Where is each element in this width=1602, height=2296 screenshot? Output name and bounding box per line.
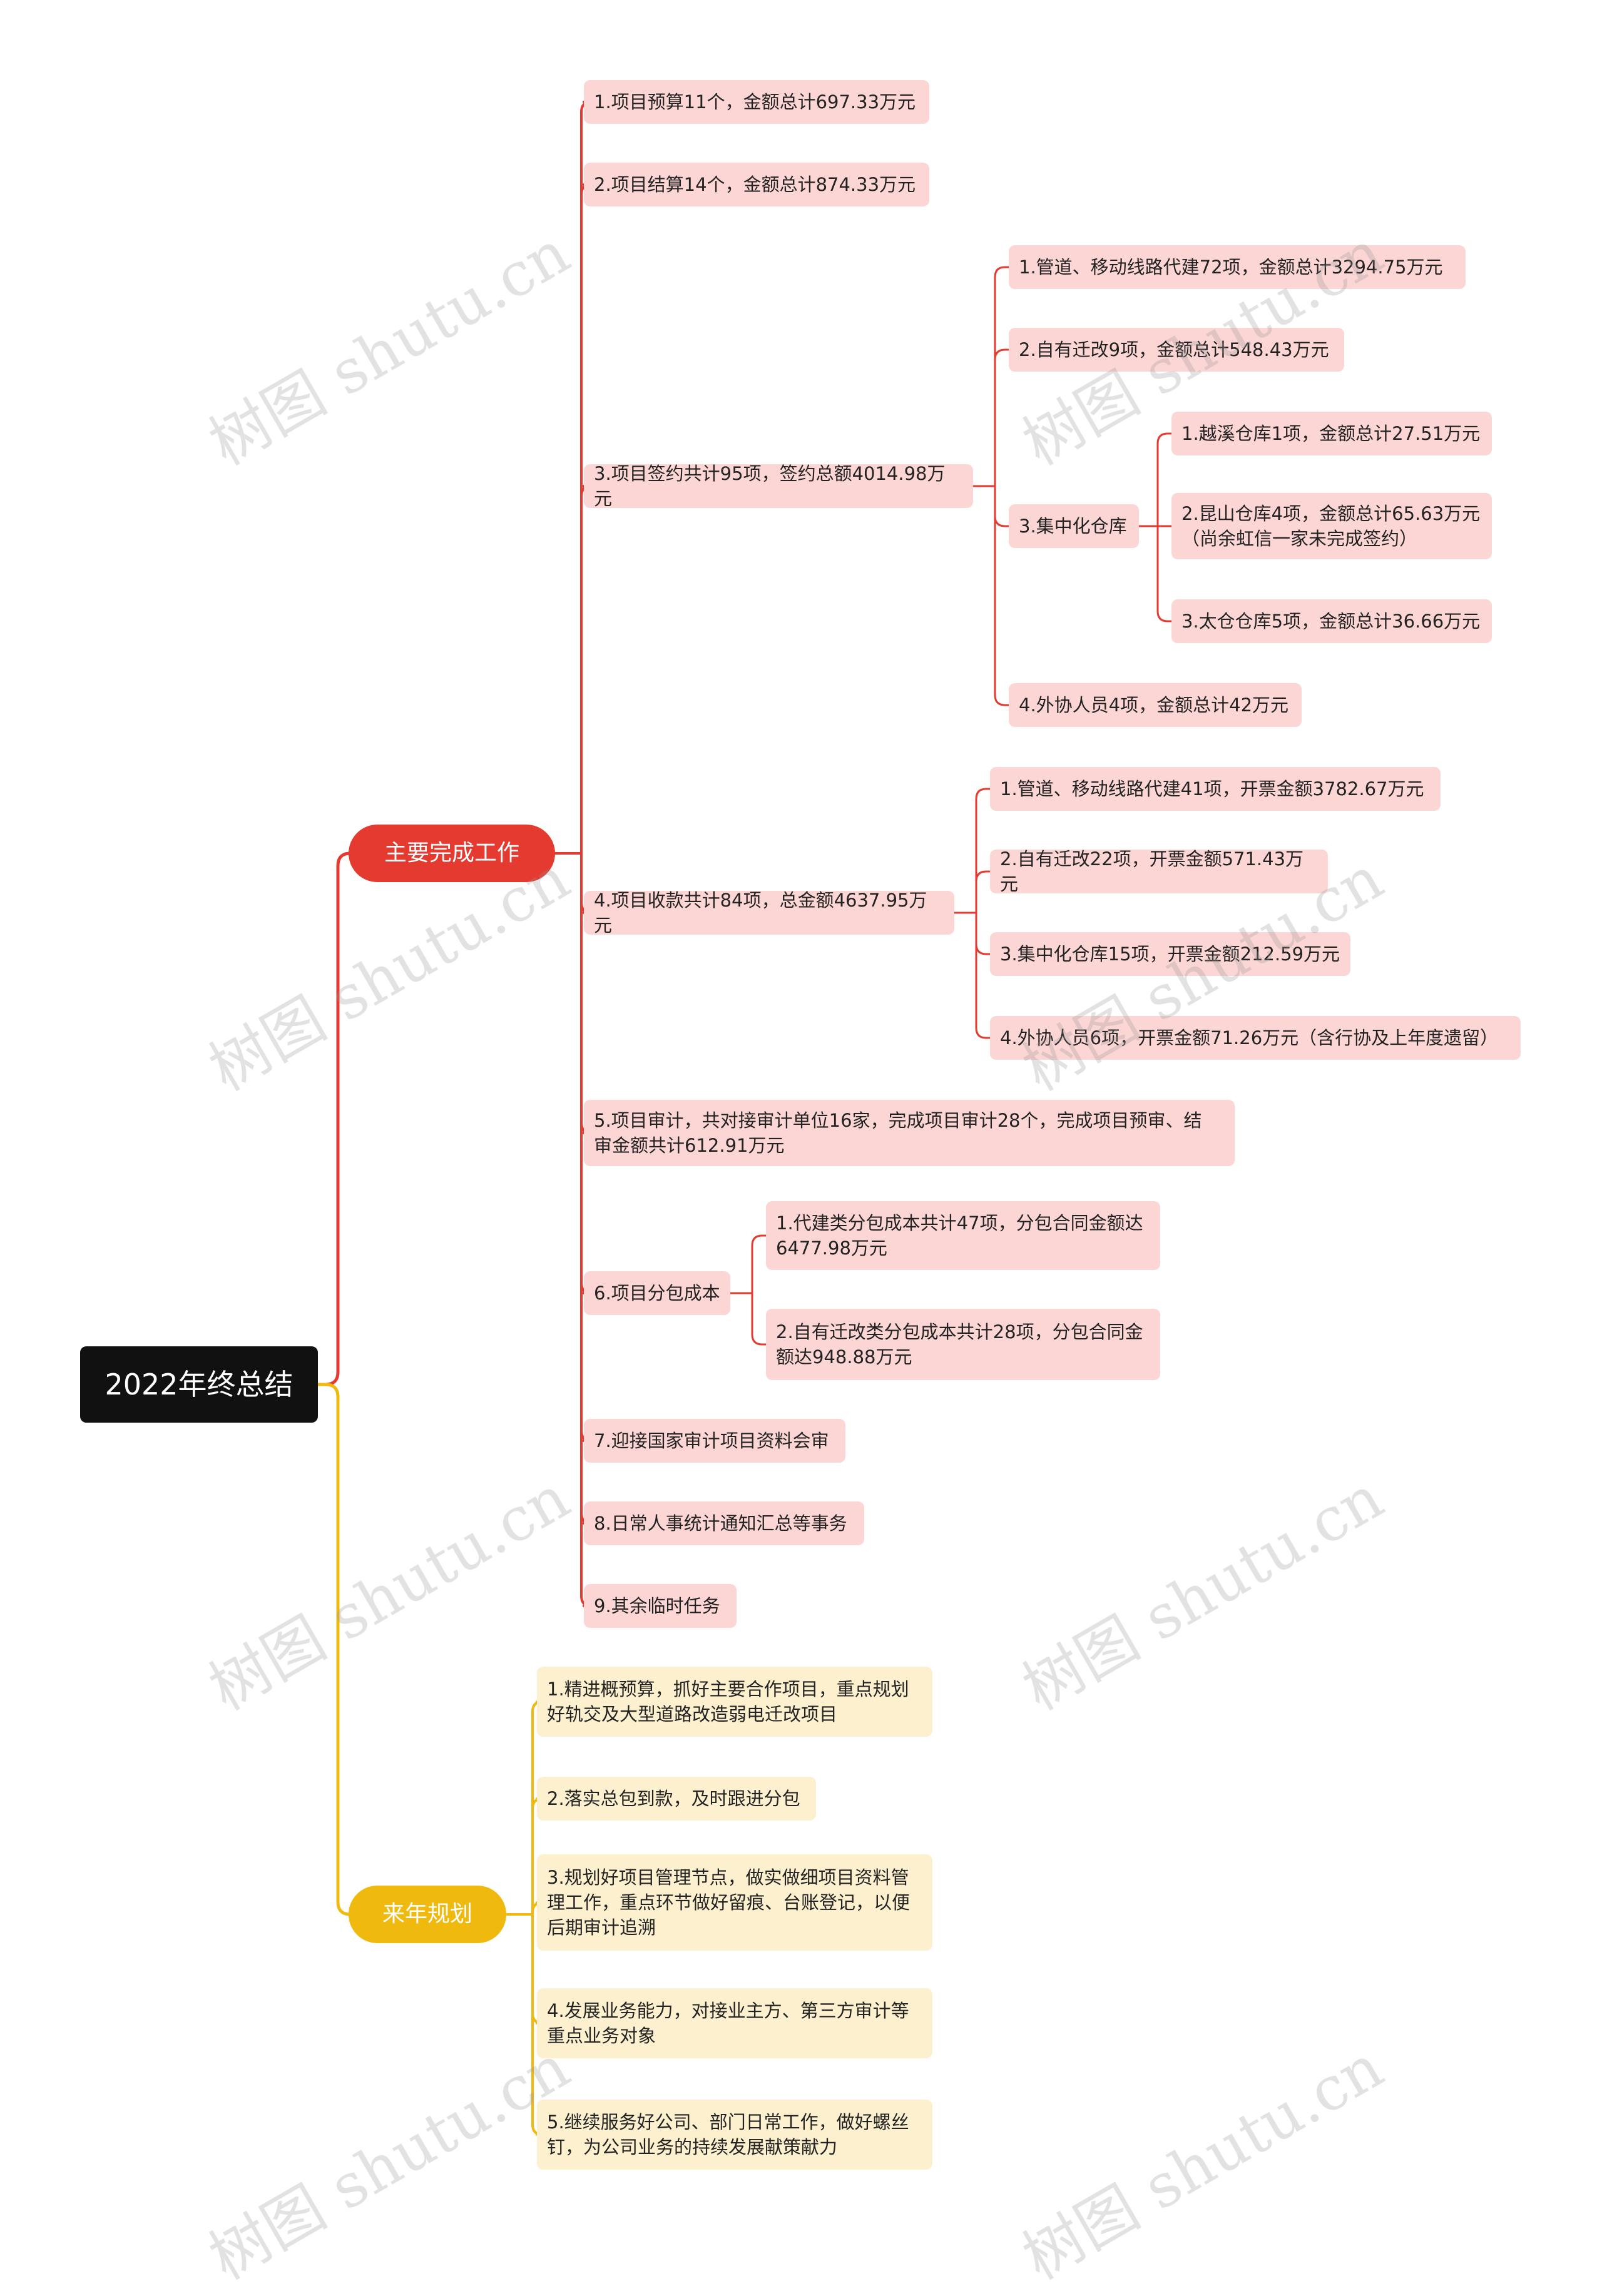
branch-0-item-2-child-2-label: 3.集中化仓库 (1019, 516, 1127, 537)
branch-0-item-2-child-1[interactable]: 2.自有迁改9项，金额总计548.43万元 (1009, 328, 1344, 372)
branch-0[interactable]: 主要完成工作 (349, 825, 555, 882)
branch-0-item-8-label: 9.其余临时任务 (594, 1595, 720, 1617)
root-to-branch-1 (316, 1383, 351, 1916)
branch-0-item-3[interactable]: 4.项目收款共计84项，总金额4637.95万元 (584, 890, 954, 936)
branch-0-item-7[interactable]: 8.日常人事统计通知汇总等事务 (584, 1501, 864, 1545)
branch-0-item-1[interactable]: 2.项目结算14个，金额总计874.33万元 (584, 163, 929, 206)
branch-0-item-2-child-0-label: 1.管道、移动线路代建72项，金额总计3294.75万元 (1019, 257, 1443, 278)
item-0-2-connector-link-1 (994, 348, 1010, 361)
item-0-3-connector-link-1 (975, 870, 991, 883)
branch-0-item-2-label: 3.项目签约共计95项，签约总额4014.98万元 (594, 463, 946, 509)
branch-0-item-5-child-1[interactable]: 2.自有迁改类分包成本共计28项，分包合同金 额达948.88万元 (766, 1309, 1160, 1380)
branch-1-item-4-label: 5.继续服务好公司、部门日常工作，做好螺丝 钉，为公司业务的持续发展献策献力 (547, 2111, 909, 2158)
root-to-branch-0 (316, 851, 351, 1386)
branch-0-item-3-child-3[interactable]: 4.外协人员6项，开票金额71.26万元（含行协及上年度遗留） (990, 1016, 1521, 1060)
branch-0-item-0-label: 1.项目预算11个，金额总计697.33万元 (594, 91, 916, 113)
branch-0-item-5-child-1-label: 2.自有迁改类分包成本共计28项，分包合同金 额达948.88万元 (776, 1321, 1143, 1368)
item-0-3-connector-link-3 (975, 1027, 991, 1039)
branch-0-item-0[interactable]: 1.项目预算11个，金额总计697.33万元 (584, 80, 929, 124)
branch-1-item-3[interactable]: 4.发展业务能力，对接业主方、第三方审计等 重点业务对象 (537, 1988, 932, 2058)
branch-1-item-0-label: 1.精进概预算，抓好主要合作项目，重点规划 好轨交及大型道路改造弱电迁改项目 (547, 1679, 909, 1725)
branch-0-item-2-child-2-sub-0-label: 1.越溪仓库1项，金额总计27.51万元 (1181, 423, 1481, 444)
branch-0-item-5[interactable]: 6.项目分包成本 (584, 1271, 730, 1315)
branch-1-item-2-label: 3.规划好项目管理节点，做实做细项目资料管 理工作，重点环节做好留痕、台账登记，… (547, 1867, 911, 1938)
child-0-2-2-connector-link-0 (1156, 432, 1173, 445)
branch-1-label: 来年规划 (382, 1901, 472, 1927)
branch-0-item-2-child-2-sub-1[interactable]: 2.昆山仓库4项，金额总计65.63万元 （尚余虹信一家未完成签约） (1171, 493, 1492, 559)
branch-0-item-4[interactable]: 5.项目审计，共对接审计单位16家，完成项目审计28个，完成项目预审、结 审金额… (584, 1100, 1235, 1166)
mindmap-canvas: 2022年终总结 主要完成工作 1.项目预算11个，金额总计697.33万元 2.项目… (80, 80, 1521, 2170)
root-topic[interactable]: 2022年终总结 (80, 1346, 318, 1423)
branch-1-item-2[interactable]: 3.规划好项目管理节点，做实做细项目资料管 理工作，重点环节做好留痕、台账登记，… (537, 1854, 932, 1951)
branch-0-item-2-child-2-sub-0[interactable]: 1.越溪仓库1项，金额总计27.51万元 (1171, 412, 1492, 455)
branch-1-item-0[interactable]: 1.精进概预算，抓好主要合作项目，重点规划 好轨交及大型道路改造弱电迁改项目 (537, 1667, 932, 1737)
item-0-3-connector-link-2 (975, 943, 991, 955)
item-0-3-connector-link-0 (975, 788, 991, 800)
branch-0-item-2-child-2-sub-2[interactable]: 3.太仓仓库5项，金额总计36.66万元 (1171, 599, 1492, 643)
item-0-2-connector-link-0 (994, 266, 1010, 278)
branch-1-item-3-label: 4.发展业务能力，对接业主方、第三方审计等 重点业务对象 (547, 2000, 909, 2046)
item-0-2-connector-link-2 (994, 515, 1010, 527)
branch-1[interactable]: 来年规划 (349, 1886, 506, 1943)
branch-1-item-4[interactable]: 5.继续服务好公司、部门日常工作，做好螺丝 钉，为公司业务的持续发展献策献力 (537, 2100, 932, 2170)
item-0-2-connector-link-3 (994, 694, 1010, 706)
branch-0-item-8[interactable]: 9.其余临时任务 (584, 1584, 737, 1628)
branch-0-item-3-child-0[interactable]: 1.管道、移动线路代建41项，开票金额3782.67万元 (990, 767, 1441, 811)
root-topic-label: 2022年终总结 (105, 1368, 293, 1401)
branch-1-item-1[interactable]: 2.落实总包到款，及时跟进分包 (537, 1777, 816, 1821)
branch-0-item-5-label: 6.项目分包成本 (594, 1283, 720, 1304)
branch-1-item-1-label: 2.落实总包到款，及时跟进分包 (547, 1788, 800, 1809)
branch-0-item-2[interactable]: 3.项目签约共计95项，签约总额4014.98万元 (584, 463, 973, 509)
branch-0-item-3-child-2[interactable]: 3.集中化仓库15项，开票金额212.59万元 (990, 932, 1350, 976)
branch-0-item-2-child-2-sub-1-label: 2.昆山仓库4项，金额总计65.63万元 （尚余虹信一家未完成签约） (1181, 503, 1481, 549)
branch-0-item-5-child-0-label: 1.代建类分包成本共计47项，分包合同金额达 6477.98万元 (776, 1212, 1143, 1259)
branch-0-item-3-child-1-label: 2.自有迁改22项，开票金额571.43万元 (1000, 848, 1304, 895)
branch-0-item-6[interactable]: 7.迎接国家审计项目资料会审 (584, 1419, 845, 1463)
item-0-5-connector-link-1 (751, 1333, 767, 1346)
branch-0-item-2-child-1-label: 2.自有迁改9项，金额总计548.43万元 (1019, 339, 1329, 360)
item-0-5-connector-link-0 (751, 1234, 767, 1247)
branch-0-item-3-label: 4.项目收款共计84项，总金额4637.95万元 (594, 890, 927, 936)
branch-0-item-7-label: 8.日常人事统计通知汇总等事务 (594, 1513, 847, 1534)
branch-0-item-3-child-0-label: 1.管道、移动线路代建41项，开票金额3782.67万元 (1000, 778, 1424, 800)
branch-0-item-2-child-2-sub-2-label: 3.太仓仓库5项，金额总计36.66万元 (1181, 611, 1481, 632)
child-0-2-2-connector-link-2 (1156, 610, 1173, 622)
branch-0-item-3-child-1[interactable]: 2.自有迁改22项，开票金额571.43万元 (990, 848, 1328, 895)
branch-0-item-5-child-0[interactable]: 1.代建类分包成本共计47项，分包合同金额达 6477.98万元 (766, 1201, 1160, 1270)
branch-0-item-2-child-0[interactable]: 1.管道、移动线路代建72项，金额总计3294.75万元 (1009, 245, 1466, 289)
branch-0-item-2-child-3-label: 4.外协人员4项，金额总计42万元 (1019, 694, 1289, 716)
branch-0-item-2-child-2[interactable]: 3.集中化仓库 (1009, 504, 1139, 548)
branch-0-item-3-child-2-label: 3.集中化仓库15项，开票金额212.59万元 (1000, 943, 1340, 965)
branch-0-item-1-label: 2.项目结算14个，金额总计874.33万元 (594, 174, 916, 195)
branch-0-label: 主要完成工作 (384, 840, 519, 866)
branch-0-item-6-label: 7.迎接国家审计项目资料会审 (594, 1430, 829, 1451)
branch-0-item-4-label: 5.项目审计，共对接审计单位16家，完成项目审计28个，完成项目预审、结 审金额… (594, 1110, 1202, 1156)
branch-0-item-3-child-3-label: 4.外协人员6项，开票金额71.26万元（含行协及上年度遗留） (1000, 1027, 1499, 1049)
branch-0-item-2-child-3[interactable]: 4.外协人员4项，金额总计42万元 (1009, 683, 1302, 727)
